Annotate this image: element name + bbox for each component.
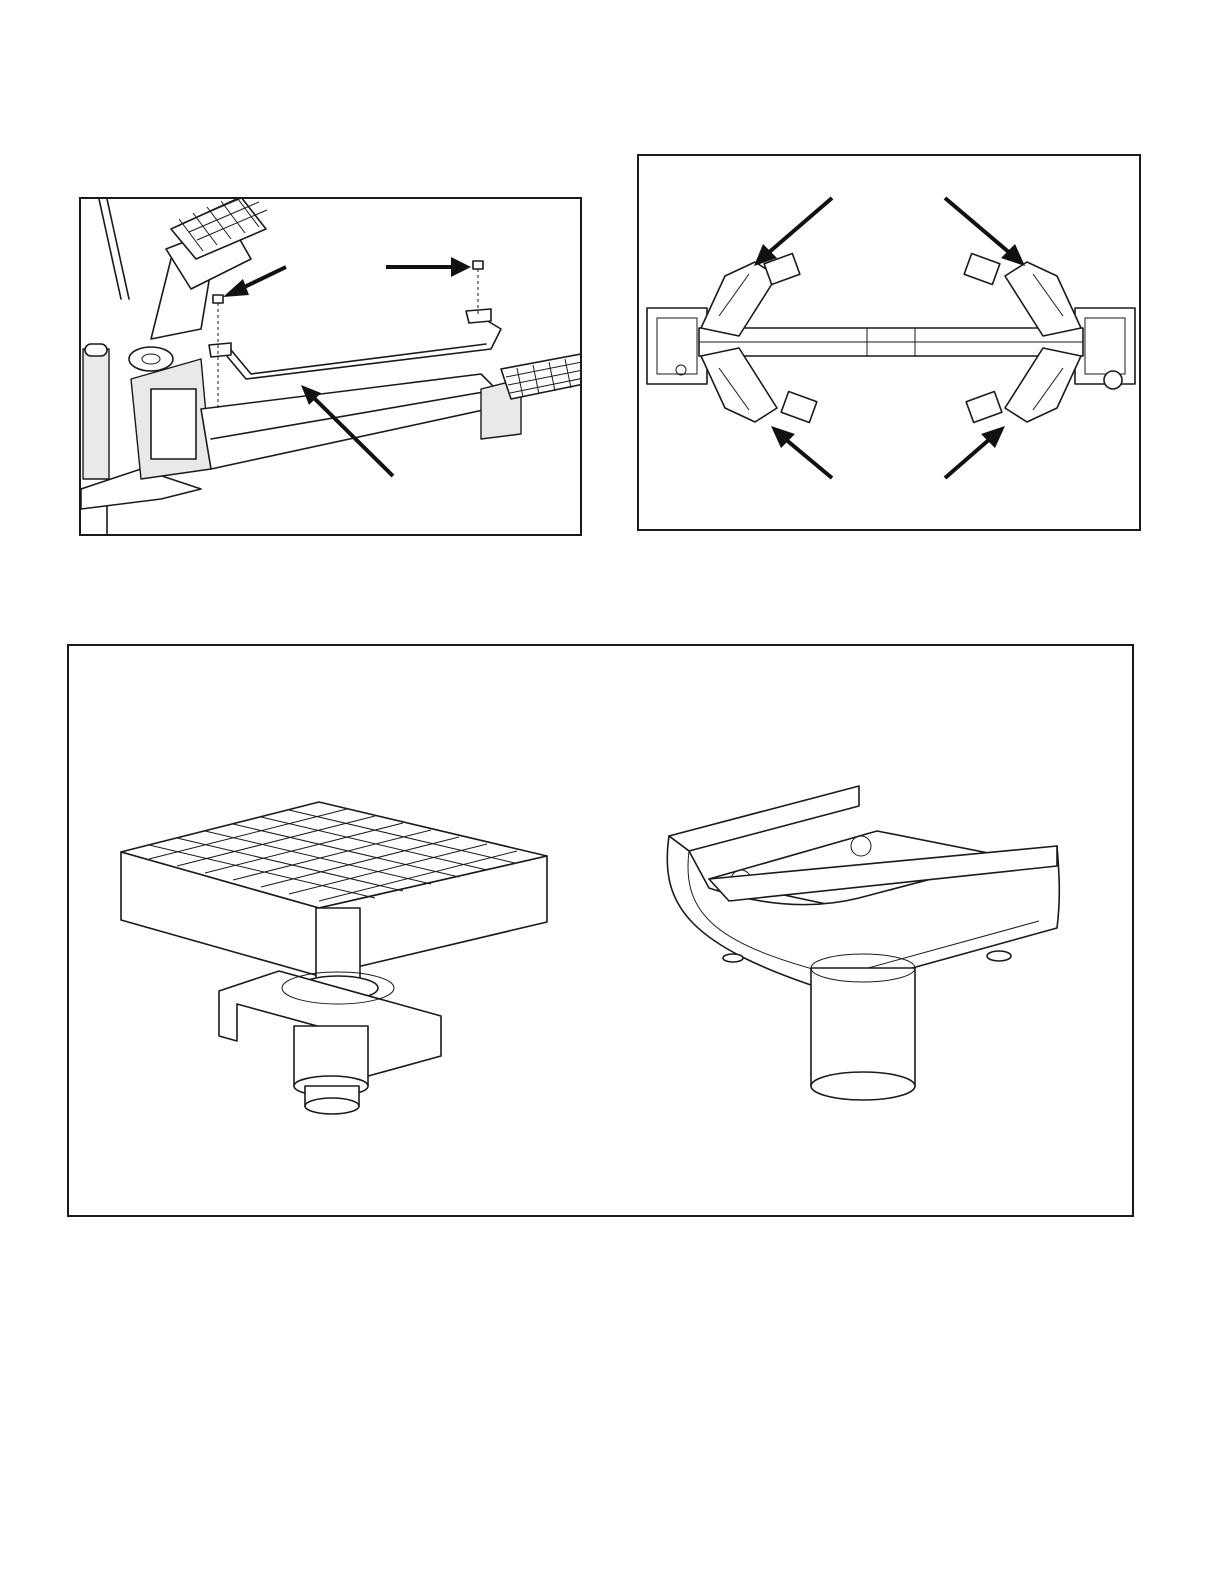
right-carriage — [1075, 308, 1135, 384]
u-channel-adapter — [667, 786, 1059, 1100]
arm-restraint-drawing — [81, 199, 582, 536]
power-unit — [1104, 371, 1122, 389]
lift-adapters-drawing — [69, 646, 1134, 1217]
arm-pivot — [129, 347, 173, 371]
lift-top-view-drawing — [639, 156, 1141, 531]
arm-rear-left — [701, 348, 817, 422]
bolt-right — [473, 261, 483, 314]
grid-pad-adapter — [121, 802, 547, 1114]
figure-arm-restraint-installation — [79, 197, 582, 536]
arm-front-left — [701, 254, 800, 336]
lower-arm — [201, 374, 511, 469]
arrow-front-right — [945, 198, 1025, 266]
arrow-rear-right — [945, 426, 1005, 478]
arrow-to-right-bolt — [386, 257, 471, 277]
figure-lift-adapters — [67, 644, 1134, 1217]
arrow-rear-left — [771, 426, 832, 478]
figure-lift-top-view — [637, 154, 1141, 531]
lift-column — [83, 349, 109, 479]
arrow-to-left-bolt — [223, 267, 286, 297]
lift-pad-right — [501, 354, 582, 399]
arm-front-right — [964, 254, 1081, 336]
arm-rear-right — [966, 348, 1081, 422]
bracket-left — [209, 343, 231, 357]
